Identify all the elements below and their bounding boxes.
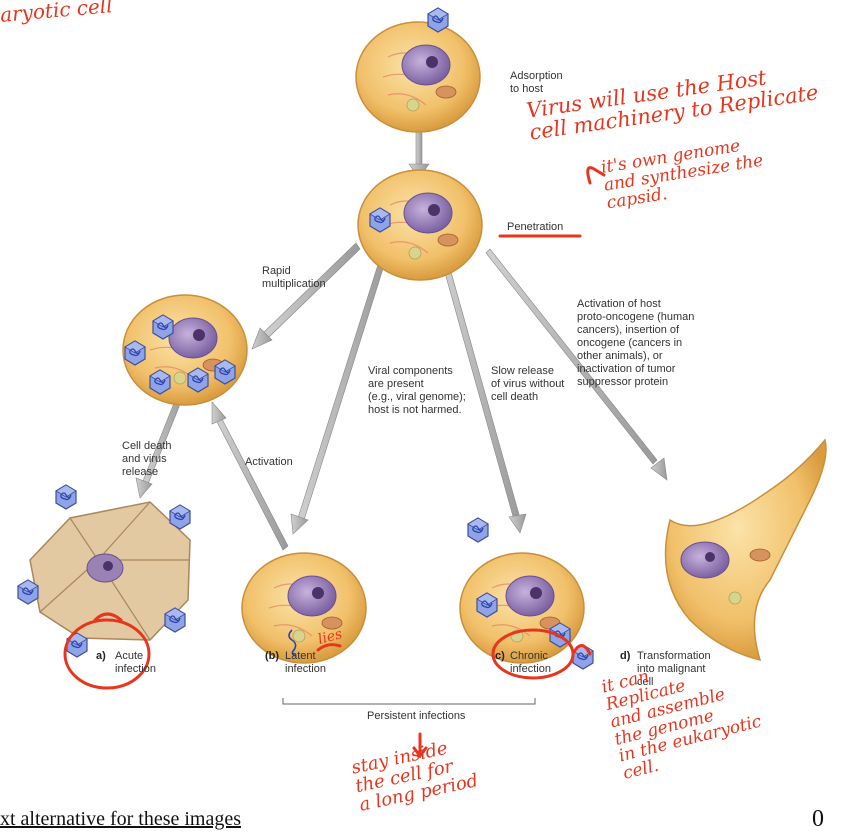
arrow-rapid-multiplication — [252, 243, 360, 349]
label-d-letter: d) — [620, 650, 630, 663]
persistent-bracket — [283, 698, 535, 704]
label-b-letter: (b) — [265, 650, 279, 663]
label-slow-release: Slow release of virus without cell death — [491, 365, 564, 404]
label-cell-death: Cell death and virus release — [122, 440, 172, 479]
label-acute-infection: Acute infection — [115, 650, 156, 676]
virus-icon — [18, 580, 38, 604]
virus-icon — [125, 341, 145, 365]
label-latent-infection: Latent infection — [285, 650, 326, 676]
cell-latent — [242, 553, 366, 663]
virus-icon — [170, 505, 190, 529]
virus-icon — [477, 593, 497, 617]
virus-icon — [468, 518, 488, 542]
virus-icon — [188, 368, 208, 392]
alt-text-link[interactable]: xt alternative for these images — [0, 808, 241, 831]
label-c-letter: c) — [495, 650, 505, 663]
label-persistent-infections: Persistent infections — [367, 710, 465, 723]
label-adsorption: Adsorption to host — [510, 70, 563, 96]
virus-icon — [153, 315, 173, 339]
virus-icon — [428, 8, 448, 32]
virus-icon — [215, 360, 235, 384]
cell-malignant — [666, 440, 827, 660]
label-penetration: Penetration — [507, 221, 563, 234]
virus-icon — [150, 370, 170, 394]
label-viral-components: Viral components are present (e.g., vira… — [368, 365, 466, 417]
virus-icon — [165, 608, 185, 632]
cell-adsorption — [356, 22, 480, 132]
label-a-letter: a) — [96, 650, 106, 663]
label-activation-host: Activation of host proto-oncogene (human… — [577, 298, 694, 389]
label-activation: Activation — [245, 456, 293, 469]
label-chronic-infection: Chronic infection — [510, 650, 551, 676]
page-number: 0 — [812, 806, 824, 833]
arrow-activation — [212, 402, 288, 550]
virus-icon — [370, 208, 390, 232]
virus-icon — [56, 485, 76, 509]
label-rapid-multiplication: Rapid multiplication — [262, 265, 326, 291]
